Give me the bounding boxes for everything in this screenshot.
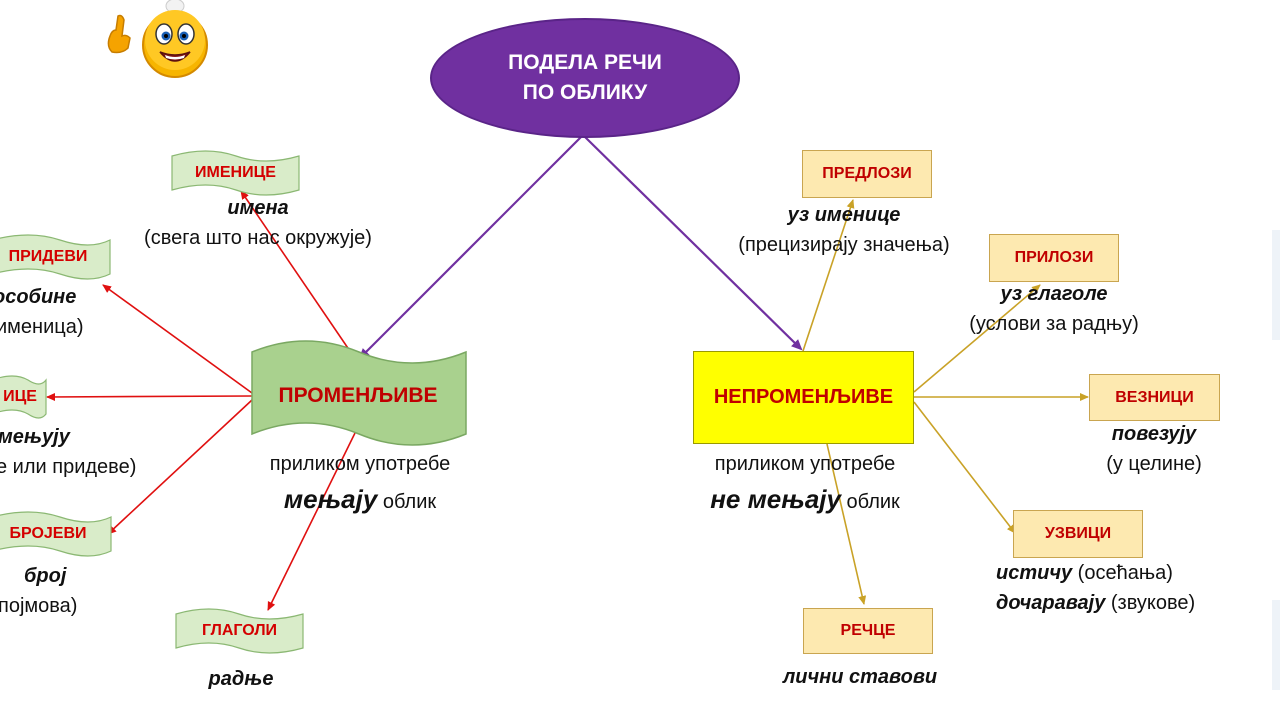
right-edge-fragment-2 [1272,600,1280,690]
zamenice-label: ИЦЕ [3,388,37,405]
imenice-desc-bold: имена [227,197,289,219]
variable-node: ПРОМЕНЉИВЕ [250,350,466,442]
prilozi-desc-plain: (услови за радњу) [969,313,1139,335]
wave-brojevi-shape [0,511,112,557]
zamenice-desc-bold: мењују [0,426,70,448]
pridevi-desc-plain: именица) [0,316,84,338]
veznici-desc-plain: (у целине) [1106,453,1202,475]
uzvici-desc-bold2: дочаравају [996,592,1106,614]
arrow-root-to-invariable [583,135,803,351]
arrow-to-prilozi [913,284,1041,393]
wave-imenice-shape [171,150,300,196]
arrow-to-imenice [240,190,355,358]
variable-caption-top: приликом употребе [269,453,451,475]
invariable-node: НЕПРОМЕНЉИВЕ [693,351,914,444]
glagoli-label: ГЛАГОЛИ [201,622,278,639]
right-edge-fragment [1272,230,1280,340]
variable-caption-em: мењају [283,484,378,514]
recce-desc-bold: лични ставови [782,666,938,688]
brojevi-desc-bold: број [24,565,67,587]
invariable-caption: не мењају облик [655,484,955,515]
uzvici-desc-bold1: истичу [996,562,1073,584]
variable-caption-tail: облик [377,491,437,513]
invariable-node-label: НЕПРОМЕНЉИВЕ [713,386,894,408]
arrow-to-uzvici [913,401,1016,534]
predlozi-box: ПРЕДЛОЗИ [802,150,932,198]
arrow-root-to-variable [358,135,583,360]
root-title-line2: ПО ОБЛИКУ [522,81,648,104]
variable-node-label: ПРОМЕНЉИВЕ [278,384,438,407]
imenice-desc-plain: (свега што нас окружује) [144,227,372,249]
smiley-thumbs-up-icon [107,0,208,78]
uzvici-desc-line2: дочаравају (звукове) [996,592,1195,615]
zamenice-desc-plain: е или придеве) [0,456,137,478]
recce-box: РЕЧЦЕ [803,608,933,654]
prilozi-label: ПРИЛОЗИ [1014,249,1094,266]
invariable-caption-top: приликом употребе [714,453,896,475]
predlozi-desc-bold: уз именице [787,204,901,226]
arrow-to-zamenice [46,392,253,401]
predlozi-label: ПРЕДЛОЗИ [822,165,912,182]
imenice-label: ИМЕНИЦЕ [195,164,276,181]
arrow-to-glagoli [267,432,356,611]
arrow-to-brojevi [107,399,253,535]
wave-pridevi-shape [0,234,111,280]
variable-node-shape [251,340,467,446]
uzvici-desc-line1: истичу (осећања) [996,562,1173,585]
pridevi-desc-bold: особине [0,286,77,308]
variable-caption: мењају облик [210,484,510,515]
arrow-to-recce [826,443,867,605]
recce-label: РЕЧЦЕ [840,622,896,639]
veznici-box: ВЕЗНИЦИ [1089,374,1220,421]
pridevi-label: ПРИДЕВИ [8,248,88,265]
uzvici-desc-plain2: (звукове) [1105,592,1196,614]
arrow-to-pridevi [102,284,253,394]
invariable-caption-em: не мењају [710,484,841,514]
prilozi-box: ПРИЛОЗИ [989,234,1119,282]
predlozi-desc-plain: (прецизирају значења) [738,234,950,256]
arrow-to-predlozi [802,199,855,352]
uzvici-box: УЗВИЦИ [1013,510,1143,558]
wave-glagoli-shape [175,608,304,654]
root-title-line1: ПОДЕЛА РЕЧИ [508,51,662,74]
wave-zamenice-shape [0,375,47,419]
veznici-desc-bold: повезују [1111,423,1197,445]
uzvici-desc-plain1: (осећања) [1072,562,1173,584]
invariable-caption-tail: облик [840,491,900,513]
prilozi-desc-bold: уз глаголе [1000,283,1108,305]
glagoli-desc-bold: радње [208,668,274,690]
brojevi-desc-plain: појмова) [0,595,78,617]
uzvici-label: УЗВИЦИ [1044,525,1112,542]
veznici-label: ВЕЗНИЦИ [1115,388,1194,406]
brojevi-label: БРОЈЕВИ [9,525,87,542]
root-node: ПОДЕЛА РЕЧИ ПО ОБЛИКУ [430,18,740,138]
